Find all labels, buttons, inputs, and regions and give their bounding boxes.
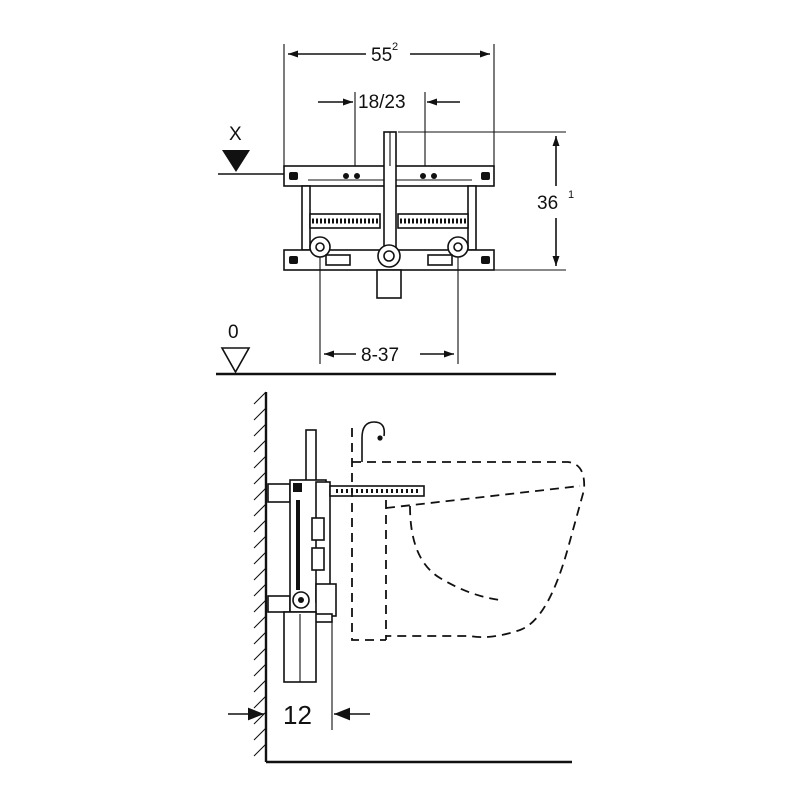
level-zero-label: 0 (228, 322, 239, 343)
level-triangle-icon (220, 347, 251, 374)
front-view: 55 2 18/23 36 1 X (216, 41, 574, 376)
width-55-label: 55 (371, 45, 392, 66)
width-55-superscript: 2 (392, 41, 398, 53)
frame-side (267, 429, 425, 683)
dimension-bolt-spacing: 8-37 (319, 257, 459, 366)
dimension-connection-spacing: 18/23 (318, 92, 460, 180)
height-36-label: 36 (537, 193, 558, 214)
marker-x: X (218, 124, 284, 175)
dimension-width-55: 55 2 (283, 41, 495, 168)
installation-frame (283, 131, 495, 299)
dimension-wall-offset: 12 (228, 620, 370, 730)
flush-pipe (361, 421, 386, 462)
level-zero-marker: 0 (216, 322, 556, 376)
connection-spacing-label: 18/23 (358, 92, 406, 113)
wall-offset-label: 12 (283, 700, 312, 730)
wall (253, 391, 572, 764)
wall-hung-toilet-outline (351, 421, 586, 641)
height-36-superscript: 1 (568, 189, 574, 201)
marker-x-label: X (229, 124, 242, 145)
bolt-spacing-label: 8-37 (361, 345, 399, 366)
side-view: 12 (228, 391, 586, 764)
marker-x-triangle-icon (222, 150, 250, 172)
dimension-height-36: 36 1 (398, 131, 574, 271)
